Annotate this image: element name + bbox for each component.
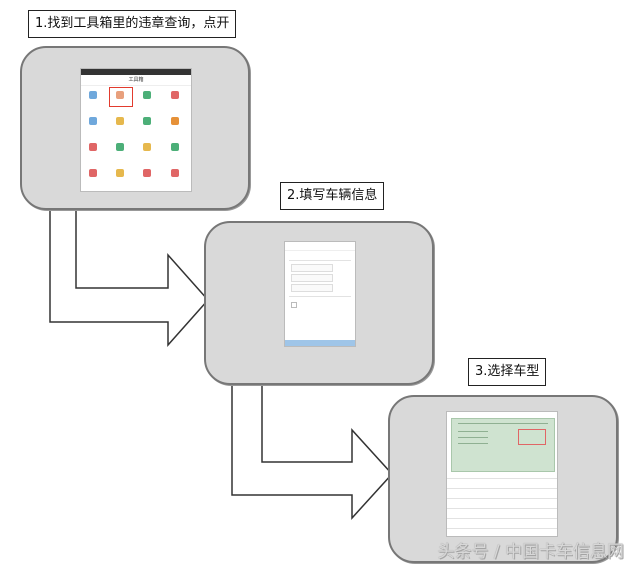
heart-icon[interactable] [143,169,151,177]
arrow-step1-to-step2 [49,204,210,347]
step-1-label: 1.找到工具箱里的违章查询，点开 [28,10,237,38]
form-header [285,242,355,251]
step-2-label: 2.填写车辆信息 [280,182,385,210]
license-line [458,423,548,424]
bike-icon[interactable] [116,117,124,125]
star-icon[interactable] [171,117,179,125]
shield-icon[interactable] [143,91,151,99]
car-icon[interactable] [143,117,151,125]
coin-icon[interactable] [116,169,124,177]
truck-icon[interactable] [116,143,124,151]
option-divider [447,498,557,499]
option-divider [447,508,557,509]
step-2-panel [204,221,434,385]
vin-field[interactable] [291,274,333,282]
bag-icon[interactable] [89,169,97,177]
step-1-panel: 工具箱 [20,46,250,210]
phone-screen-vehicle-type [446,411,558,537]
checkbox[interactable] [291,302,297,308]
tool-icon[interactable] [89,91,97,99]
license-line [458,437,488,438]
option-divider [447,528,557,529]
violation-query-highlight[interactable] [109,87,133,107]
toolbox-title: 工具箱 [81,75,191,86]
engine-field[interactable] [291,284,333,292]
option-divider [447,518,557,519]
divider [289,296,351,297]
stamp-box [518,429,546,445]
apps-icon[interactable] [171,143,179,151]
plate-field[interactable] [291,264,333,272]
toolbox-grid [81,87,191,191]
calendar-icon[interactable] [89,117,97,125]
license-image [451,418,555,472]
building-icon[interactable] [143,143,151,151]
ticket-icon[interactable] [171,91,179,99]
phone-screen-toolbox: 工具箱 [80,68,192,192]
violation-query-icon[interactable] [116,91,124,99]
submit-button[interactable] [285,340,355,346]
step-1-text: 1.找到工具箱里的违章查询，点开 [35,16,230,31]
watermark: 头条号 / 中国卡车信息网 [437,542,624,562]
phone-screen-vehicle-info [284,241,356,347]
box-icon[interactable] [171,169,179,177]
option-divider [447,488,557,489]
option-divider [447,478,557,479]
license-line [458,443,488,444]
chart-icon[interactable] [89,143,97,151]
license-line [458,431,488,432]
step-2-text: 2.填写车辆信息 [287,188,378,203]
status-bar [81,69,191,75]
step-3-panel [388,395,618,563]
step-3-text: 3.选择车型 [475,364,540,379]
divider [289,260,351,261]
step-3-label: 3.选择车型 [468,358,547,386]
arrow-step2-to-step3 [231,379,394,520]
